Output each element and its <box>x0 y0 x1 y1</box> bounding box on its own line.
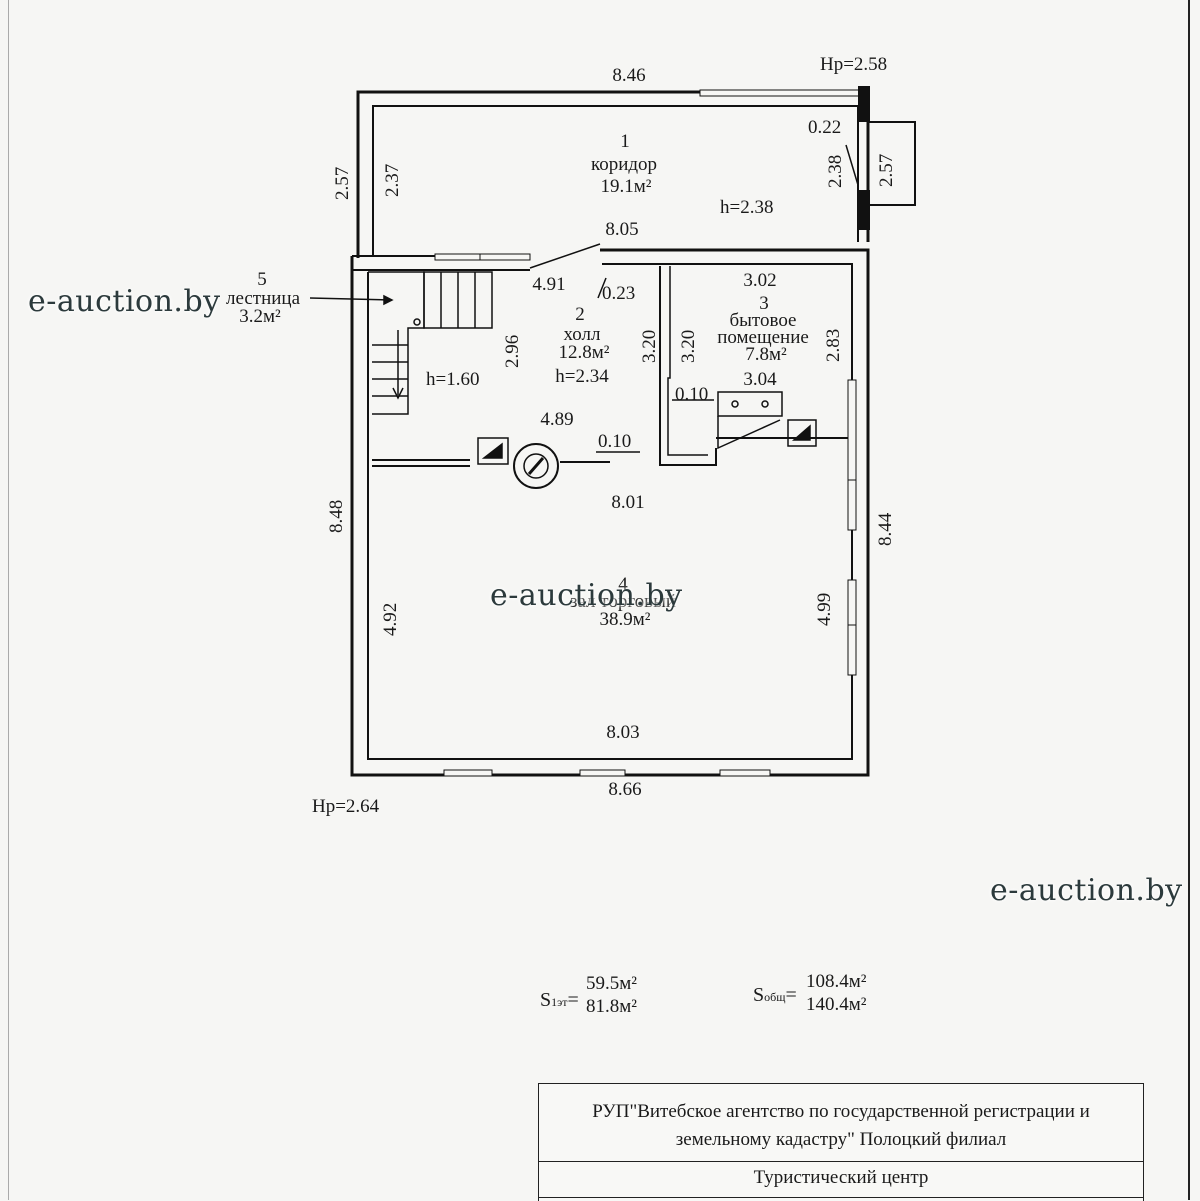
room2-area: 12.8м² <box>558 342 610 363</box>
sink-icon <box>717 391 783 417</box>
dim-left-inner: 4.92 <box>380 602 401 636</box>
room5-height: h=1.60 <box>426 369 480 390</box>
window <box>719 769 771 777</box>
window <box>579 769 626 777</box>
sobsh-value-1: 108.4м² <box>806 971 867 992</box>
room1-area: 19.1м² <box>600 176 652 197</box>
corridor-inner-wall <box>372 105 859 255</box>
main-outer-wall <box>350 248 870 777</box>
dim-porch: 0.22 <box>808 117 842 138</box>
porch-step <box>858 86 870 122</box>
watermark: e-auction.by <box>28 284 221 319</box>
room1-number: 1 <box>620 131 630 152</box>
window <box>443 769 493 777</box>
dim-wall-023: 0.23 <box>602 283 636 304</box>
hall-partition-left <box>372 459 470 467</box>
room5-area: 3.2м² <box>239 306 281 327</box>
dim-left-inner-top: 2.37 <box>382 163 403 197</box>
divider <box>539 1161 1143 1162</box>
corridor-outer-wall <box>356 90 870 258</box>
dim-room3-left-a: 3.20 <box>639 329 660 363</box>
room1-name: коридор <box>590 154 658 175</box>
room4-area: 38.9м² <box>599 609 651 630</box>
dim-right-outer: 8.44 <box>875 512 896 546</box>
window <box>847 579 857 626</box>
dim-right-inner: 4.99 <box>814 592 835 626</box>
room5-number: 5 <box>257 269 267 290</box>
dim-room3-top: 3.02 <box>743 270 777 291</box>
s1-value-1: 59.5м² <box>586 973 637 994</box>
organization-name: РУП"Витебское агентство по государственн… <box>539 1098 1143 1154</box>
dim-corridor-inner: 8.05 <box>605 219 639 240</box>
sobsh-label: Sобщ= <box>753 984 797 1006</box>
dim-right-inner-top: 2.38 <box>825 154 846 188</box>
heater-icon <box>787 419 817 447</box>
watermark: e-auction.by <box>490 578 683 613</box>
stair-landing <box>368 271 425 415</box>
dim-room3-left-b: 3.20 <box>678 329 699 363</box>
organization-line-1: РУП"Витебское агентство по государственн… <box>592 1101 1090 1122</box>
heater-icon <box>477 437 509 465</box>
room3-left-wall-inner <box>667 266 708 456</box>
dim-left-outer-top: 2.57 <box>332 166 353 200</box>
dim-top-outer: 8.46 <box>612 65 646 86</box>
dim-bottom-outer: 8.66 <box>608 779 642 800</box>
dim-wall-010-b: 0.10 <box>598 431 632 452</box>
window <box>434 253 481 261</box>
main-inner-wall <box>367 263 853 760</box>
room2-number: 2 <box>575 304 585 325</box>
s1-label: S1эт= <box>540 989 579 1011</box>
watermark: e-auction.by <box>990 873 1183 908</box>
boiler-icon <box>513 443 559 489</box>
room3-number: 3 <box>759 293 769 314</box>
porch-step <box>858 190 870 230</box>
window <box>847 379 857 481</box>
room2-height: h=2.34 <box>555 366 609 387</box>
object-name: Туристический центр <box>753 1167 929 1188</box>
page-edge-right <box>1188 0 1190 1200</box>
page-edge-left <box>8 0 9 1200</box>
porch <box>868 121 916 206</box>
dim-hp-top: Hp=2.58 <box>820 54 888 75</box>
dim-hall-inner: 8.01 <box>611 492 645 513</box>
room3-area: 7.8м² <box>745 344 787 365</box>
window <box>699 89 861 97</box>
room1-height: h=2.38 <box>720 197 774 218</box>
room3-left-wall <box>659 266 717 466</box>
dim-bottom-inner: 8.03 <box>606 722 640 743</box>
dim-hall-height: 2.96 <box>502 334 523 368</box>
dim-room3-right: 2.83 <box>823 328 844 362</box>
window <box>479 253 531 261</box>
leader-stair <box>309 297 393 301</box>
leader-022 <box>845 144 859 186</box>
dim-room3-bottom: 3.04 <box>743 369 777 390</box>
leader-805 <box>529 243 601 269</box>
window <box>847 624 857 676</box>
s1-value-2: 81.8м² <box>586 996 637 1017</box>
leader-023 <box>597 277 607 299</box>
organization-line-2: земельному кадастру" Полоцкий филиал <box>675 1129 1007 1150</box>
dim-left-outer: 8.48 <box>326 499 347 533</box>
room2-name: холл <box>563 324 601 345</box>
sobsh-value-2: 140.4м² <box>806 994 867 1015</box>
dim-hp-bottom: Hp=2.64 <box>312 796 380 817</box>
dim-hall-wall: 4.91 <box>532 274 566 295</box>
dim-right-outer-top: 2.57 <box>876 153 897 187</box>
divider <box>539 1197 1143 1198</box>
room4-name: зал торговый <box>569 591 677 612</box>
room3-name-line2: помещение <box>717 327 809 348</box>
dim-wall-010-a: 0.10 <box>675 384 709 405</box>
room5-name: лестница <box>225 288 301 309</box>
title-block: РУП"Витебское агентство по государственн… <box>538 1083 1144 1201</box>
room4-number: 4 <box>618 574 628 595</box>
window <box>847 479 857 531</box>
dim-hall-bottom: 4.89 <box>540 409 574 430</box>
room3-name-line1: бытовое <box>729 310 797 331</box>
